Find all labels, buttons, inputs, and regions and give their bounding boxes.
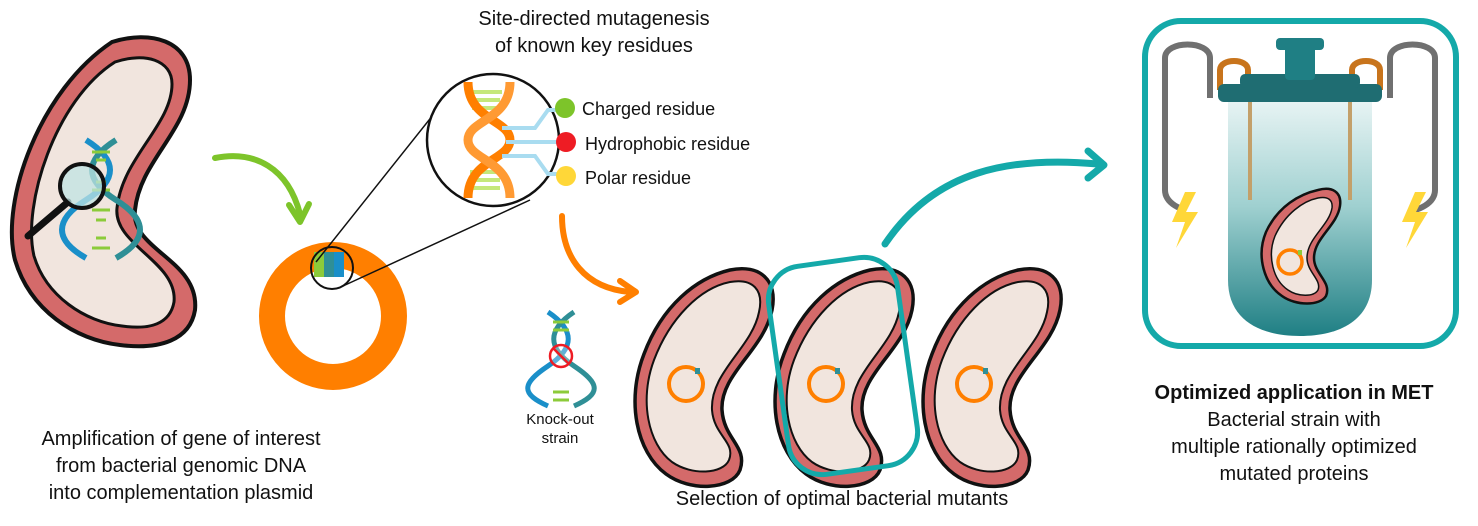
caption-line: strain [541,430,579,447]
arrow-green-icon [212,153,312,225]
caption-line: Site-directed mutagenesis [478,8,710,30]
mutant-bacterium-3 [921,267,1063,488]
plasmid-ring [259,242,407,390]
polar-residue-dot [556,166,576,186]
step3-caption: Selection of optimal bacterial mutants [612,486,1072,513]
step4-title: Optimized application in MET [1154,382,1434,404]
knockout-label: Knock-out strain [510,410,610,448]
lightning-left-icon [1172,192,1198,248]
magnifier-icon [24,162,106,240]
residue-legend [555,98,576,186]
step4-caption: Optimized application in MET Bacterial s… [1110,380,1478,488]
arrow-teal-icon [881,147,1108,248]
bacterium-in-reactor [1260,187,1342,305]
zoom-lines [310,109,531,290]
caption-line: Amplification of gene of interest [41,428,321,450]
legend-hydrophobic-label: Hydrophobic residue [585,134,751,154]
charged-residue-dot [555,98,575,118]
mutant-bacterium-1 [633,267,775,488]
arrow-orange-icon [559,213,639,305]
caption-line: mutated proteins [1219,463,1369,485]
caption-line: from bacterial genomic DNA [55,455,307,477]
plasmid-icon [807,365,845,403]
zoom-circle [425,72,561,208]
caption-line: Knock-out [526,411,594,428]
caption-line: multiple rationally optimized [1171,436,1417,458]
knockout-dna-icon [525,309,597,409]
caption-line: Selection of optimal bacterial mutants [675,488,1009,510]
mutant-bacterium-2 [773,267,915,488]
plasmid-icon [955,365,993,403]
hydrophobic-residue-dot [556,132,576,152]
caption-line: Bacterial strain with [1207,409,1381,431]
plasmid-icon [667,365,705,403]
mutant-bacteria [633,267,1063,488]
selection-frame [765,254,921,478]
legend-polar-label: Polar residue [585,168,692,188]
step2-caption: Site-directed mutagenesis of known key r… [444,6,744,60]
legend-charged-label: Charged residue [582,99,716,119]
lightning-right-icon [1402,192,1428,248]
step1-caption: Amplification of gene of interest from b… [0,426,362,507]
caption-line: of known key residues [495,35,693,57]
caption-line: into complementation plasmid [48,482,314,504]
